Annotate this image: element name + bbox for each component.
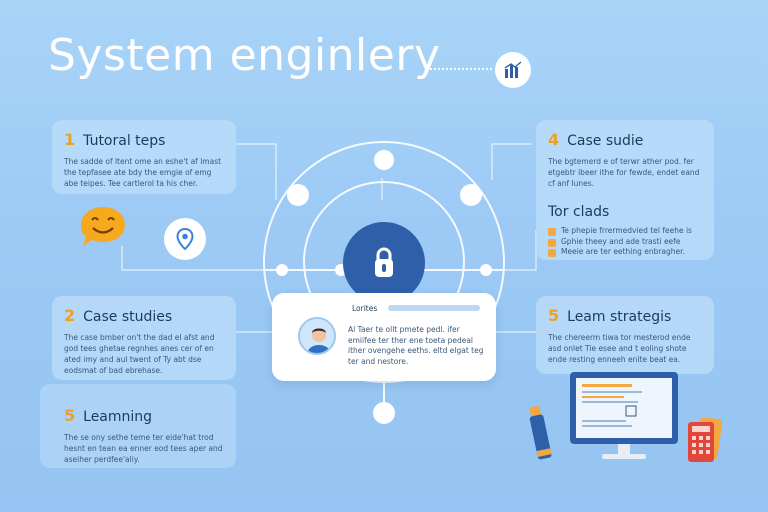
card-case-studies-right: 4 Case sudie The bgtemerd e of terwr ath… (536, 120, 714, 260)
bar-chart-icon[interactable] (495, 52, 531, 88)
card-learn-strategies: 5 Leam strategis The chereerm tiwa tor m… (536, 296, 714, 374)
card-number: 1 (64, 130, 76, 149)
link-case-right (491, 143, 532, 180)
card-subtitle: Tor clads (548, 203, 610, 220)
card-text: The case bmber on't the dad el afst and … (64, 333, 215, 375)
center-profile-card[interactable]: Lorites Al Taer te ollt pmete pedl. ifer… (272, 293, 496, 381)
card-text: The bgtemerd e of terwr ather pod. fer e… (548, 157, 700, 188)
card-learning: 5 Leamning The se ony sethe teme ter eid… (52, 396, 236, 468)
lock-icon[interactable] (343, 222, 425, 304)
center-card-bar (388, 305, 480, 311)
card-text: The sadde of ltent ome an eshe't af lmas… (64, 157, 222, 188)
card-list: Te phepie frrermedvied tel feehe is Gphi… (548, 226, 702, 259)
list-item: Meeie are ter eething enbragher. (548, 247, 702, 258)
page-title: System enginlery (48, 30, 441, 81)
card-title: Tutoral teps (83, 133, 166, 149)
list-item: Gphie theey and ade trasti eefe (548, 237, 702, 248)
bullet-icon (548, 227, 556, 236)
bullet-icon (548, 249, 556, 258)
card-title: Leamning (83, 409, 153, 425)
link-right-mid (504, 230, 537, 271)
center-card-label: Lorites (352, 304, 378, 313)
card-title: Leam strategis (567, 309, 672, 325)
card-number: 4 (548, 130, 560, 149)
card-text: The se ony sethe teme ter eide'hat trod … (64, 433, 223, 464)
list-item: Te phepie frrermedvied tel feehe is (548, 226, 702, 237)
title-dotted-line (426, 68, 492, 70)
node-mid-right (480, 264, 492, 276)
bullet-icon (548, 238, 556, 247)
node-top (374, 150, 394, 170)
person-avatar (298, 317, 336, 355)
calculator-icon (686, 417, 723, 464)
card-number: 5 (64, 406, 76, 425)
location-pin-icon[interactable] (164, 218, 206, 260)
center-card-text: Al Taer te ollt pmete pedl. ifer emiifee… (348, 325, 484, 366)
monitor-icon (568, 370, 680, 462)
link-emoji (121, 246, 264, 271)
card-title: Case studies (83, 309, 173, 325)
card-tutorial-steps: 1 Tutoral teps The sadde of ltent ome an… (52, 120, 236, 194)
usb-drive-icon (528, 404, 552, 464)
card-text: The chereerm tiwa tor mesterod ende asd … (548, 333, 691, 364)
node-top-right (460, 184, 482, 206)
node-mid-left (276, 264, 288, 276)
card-title: Case sudie (567, 133, 644, 149)
link-tutorial (236, 143, 277, 200)
card-case-studies-left: 2 Case studies The case bmber on't the d… (52, 296, 236, 380)
node-bottom (373, 402, 395, 424)
node-top-left (287, 184, 309, 206)
card-number: 2 (64, 306, 76, 325)
smiling-speech-bubble-icon (78, 204, 128, 250)
card-number: 5 (548, 306, 560, 325)
